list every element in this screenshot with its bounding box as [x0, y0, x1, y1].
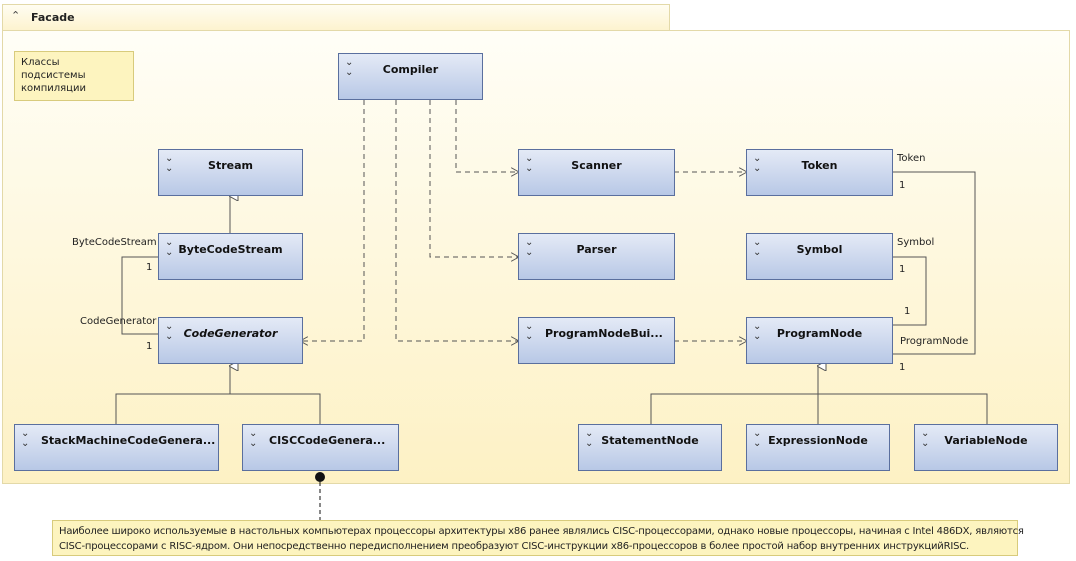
note-anchor-dot: [315, 472, 325, 482]
chevron-down-icon[interactable]: ⌄⌄: [585, 428, 594, 449]
note-line: Классы: [21, 57, 60, 68]
multiplicity-label: 1: [899, 264, 906, 275]
class-name: ProgramNode: [776, 327, 863, 340]
chevron-down-icon[interactable]: ⌄⌄: [525, 237, 534, 258]
gen-programnode: [650, 393, 988, 424]
assoc-programnode-symbol: [893, 256, 927, 326]
package-tab[interactable]: ⌃ Facade: [2, 4, 670, 30]
gen-codegenerator: [115, 365, 321, 424]
chevron-down-icon[interactable]: ⌄⌄: [921, 428, 930, 449]
class-token[interactable]: ⌄⌄ Token: [746, 149, 893, 196]
class-name: Symbol: [796, 243, 843, 256]
package-title: Facade: [31, 11, 75, 24]
role-label: Token: [897, 153, 926, 164]
multiplicity-label: 1: [899, 362, 906, 373]
class-symbol[interactable]: ⌄⌄ Symbol: [746, 233, 893, 280]
note-line: подсистемы: [21, 70, 86, 81]
chevron-down-icon[interactable]: ⌄⌄: [249, 428, 258, 449]
chevron-down-icon[interactable]: ⌄⌄: [165, 321, 174, 342]
class-parser[interactable]: ⌄⌄ Parser: [518, 233, 675, 280]
class-name: ByteCodeStream: [178, 243, 283, 256]
cisc-note: Наиболее широко используемые в настольны…: [52, 520, 1024, 556]
note-line: компиляции: [21, 83, 86, 94]
class-scanner[interactable]: ⌄⌄ Scanner: [518, 149, 675, 196]
dep-compiler-programnodebuilder: [395, 100, 519, 341]
class-bytecodestream[interactable]: ⌄⌄ ByteCodeStream: [158, 233, 303, 280]
class-name: Compiler: [382, 63, 439, 76]
assoc-programnode-token: [893, 171, 976, 355]
subsystem-note: Классы подсистемы компиляции: [14, 51, 134, 101]
role-label: Symbol: [897, 237, 935, 248]
role-label: ProgramNode: [900, 336, 969, 347]
class-name: CISCCodeGenera...: [269, 434, 386, 447]
class-name: CodeGenerator: [183, 327, 278, 340]
chevron-down-icon[interactable]: ⌄⌄: [345, 57, 354, 78]
chevron-down-icon[interactable]: ⌄⌄: [753, 428, 762, 449]
class-compiler[interactable]: ⌄⌄ Compiler: [338, 53, 483, 100]
chevron-down-icon[interactable]: ⌄⌄: [525, 321, 534, 342]
class-name: ExpressionNode: [768, 434, 868, 447]
chevron-down-icon[interactable]: ⌄⌄: [165, 237, 174, 258]
class-stackmachinecodegenerator[interactable]: ⌄⌄ StackMachineCodeGenera...: [14, 424, 219, 471]
class-statementnode[interactable]: ⌄⌄ StatementNode: [578, 424, 722, 471]
assoc-bytecodestream-self: [121, 256, 158, 335]
multiplicity-label: 1: [899, 180, 906, 191]
note-line: CISC-процессорами с RISC-ядром. Они непо…: [59, 541, 969, 552]
chevron-down-icon[interactable]: ⌄⌄: [753, 321, 762, 342]
multiplicity-label: 1: [146, 341, 153, 352]
class-name: Scanner: [571, 159, 622, 172]
chevron-down-icon[interactable]: ⌄⌄: [753, 237, 762, 258]
dep-compiler-parser: [429, 100, 519, 257]
chevron-down-icon[interactable]: ⌄⌄: [525, 153, 534, 174]
collapse-chevron-icon[interactable]: ⌃: [11, 9, 21, 22]
class-stream[interactable]: ⌄⌄ Stream: [158, 149, 303, 196]
chevron-down-icon[interactable]: ⌄⌄: [165, 153, 174, 174]
dep-compiler-scanner: [455, 100, 519, 172]
class-name: StatementNode: [601, 434, 699, 447]
role-label: ByteCodeStream: [72, 237, 157, 248]
role-label: CodeGenerator: [80, 316, 157, 327]
multiplicity-label: 1: [904, 306, 911, 317]
class-name: ProgramNodeBui...: [545, 327, 663, 340]
class-name: StackMachineCodeGenera...: [41, 434, 216, 447]
class-programnode[interactable]: ⌄⌄ ProgramNode: [746, 317, 893, 364]
class-expressionnode[interactable]: ⌄⌄ ExpressionNode: [746, 424, 890, 471]
class-variablenode[interactable]: ⌄⌄ VariableNode: [914, 424, 1058, 471]
class-name: VariableNode: [944, 434, 1028, 447]
multiplicity-label: 1: [146, 262, 153, 273]
dep-compiler-codegenerator: [300, 100, 365, 341]
class-name: Token: [801, 159, 838, 172]
class-name: Stream: [208, 159, 253, 172]
class-codegenerator[interactable]: ⌄⌄ CodeGenerator: [158, 317, 303, 364]
class-name: Parser: [576, 243, 617, 256]
class-programnodebuilder[interactable]: ⌄⌄ ProgramNodeBui...: [518, 317, 675, 364]
class-cisccodegenerator[interactable]: ⌄⌄ CISCCodeGenera...: [242, 424, 399, 471]
note-line: Наиболее широко используемые в настольны…: [59, 526, 1024, 537]
chevron-down-icon[interactable]: ⌄⌄: [753, 153, 762, 174]
chevron-down-icon[interactable]: ⌄⌄: [21, 428, 30, 449]
